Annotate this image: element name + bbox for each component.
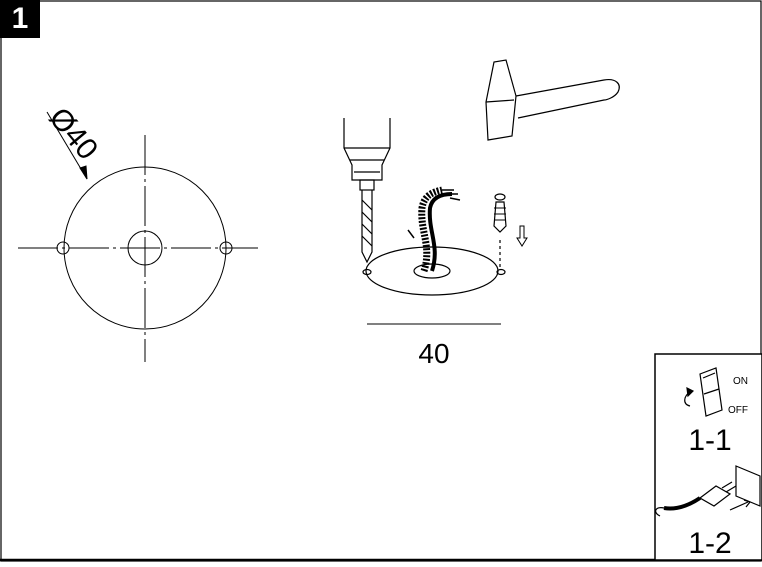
wall-plug-icon xyxy=(493,193,528,268)
side-panel-box xyxy=(654,353,762,561)
surface-right-hole xyxy=(496,268,506,276)
switch-on-label: ON xyxy=(733,376,748,387)
mounting-surface-ellipse xyxy=(365,246,499,296)
installation-view xyxy=(343,59,620,325)
switch-off-label: OFF xyxy=(728,405,748,416)
hammer-icon xyxy=(485,59,620,141)
surface-left-hole xyxy=(362,268,372,276)
diameter-leader-arrow xyxy=(79,165,88,180)
cable-icon xyxy=(407,186,461,273)
down-arrow-icon xyxy=(516,225,528,247)
plug-icon xyxy=(655,465,761,517)
drill-icon xyxy=(343,118,391,264)
dimension-label: 40 xyxy=(418,338,449,369)
diameter-label: Ø40 xyxy=(42,102,104,167)
step-number-badge: 1 xyxy=(0,0,40,38)
mounting-template xyxy=(18,111,258,362)
step-1-1-label: 1-1 xyxy=(688,424,731,457)
rocker-switch-icon xyxy=(684,367,723,417)
step-1-2-label: 1-2 xyxy=(688,527,731,560)
side-panel: ON OFF 1-1 1-2 xyxy=(654,353,762,561)
